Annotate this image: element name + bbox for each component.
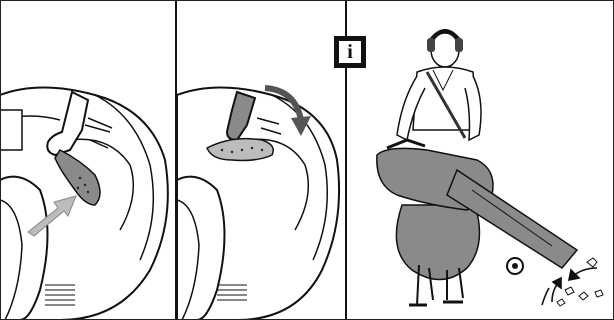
info-badge-inner: i [339,41,361,63]
push-arrow-icon [28,196,76,236]
rotate-illustration [177,0,345,320]
unlock-illustration [0,0,176,320]
info-badge: i [334,36,366,68]
info-letter: i [339,41,361,63]
panel-unlock [0,0,176,320]
airflow-arrows-icon [542,268,597,305]
panel-rotate [177,0,345,320]
panel-operator [347,0,613,320]
operator-illustration [347,0,613,320]
